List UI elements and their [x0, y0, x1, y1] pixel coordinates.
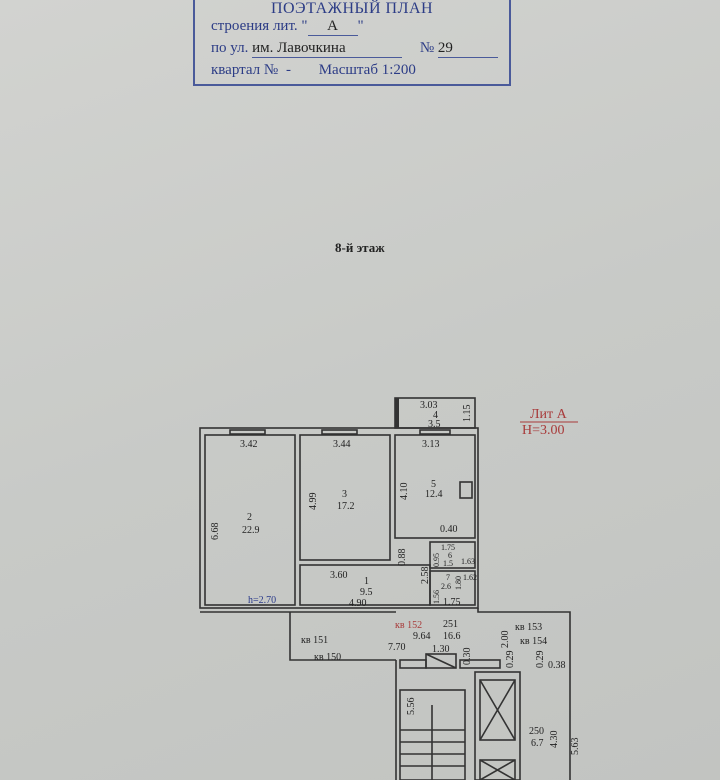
room-4-area: 3.5	[428, 419, 441, 430]
room-1-height-2: 2.58	[420, 567, 431, 585]
room-6: 1.75 0.95 6 1.5 1.63	[432, 543, 475, 568]
room-4-number: 4	[433, 410, 438, 421]
room-3: 3.44 4.99 3 17.2	[308, 439, 355, 512]
floor-label: 8-й этаж	[335, 240, 385, 255]
street-label: по ул.	[211, 40, 249, 56]
dim-040: 0.40	[440, 524, 458, 535]
room-3-area: 17.2	[337, 501, 355, 512]
dim-038: 0.38	[548, 660, 566, 671]
room-6-area: 1.5	[443, 559, 453, 568]
corridor-length-2: 7.70	[388, 642, 406, 653]
hall-height-2: 5.63	[570, 738, 581, 756]
room-6-width: 1.75	[441, 543, 455, 552]
room-5-height: 4.10	[399, 483, 410, 501]
corridor-area: 16.6	[443, 631, 461, 642]
room-5-width: 3.13	[422, 439, 440, 450]
room-1: 3.60 1 9.5 4.90 0.88 2.58	[330, 549, 431, 610]
number-label: №	[419, 40, 435, 56]
common-area: кв 152 251 16.6 9.64 7.70 1.30 0.30 0.29…	[301, 619, 581, 755]
lit-height: Н=3.00	[522, 423, 565, 438]
room-5: 3.13 4.10 5 12.4 0.40	[399, 439, 458, 535]
room-1-number: 1	[364, 576, 369, 587]
room-7: 7 2.6 1.80 1.62 1.56 1.75	[432, 573, 477, 608]
apartment-150-label: кв 150	[314, 652, 341, 663]
apartment-153-label: кв 153	[515, 622, 542, 633]
apartment-154-label: кв 154	[520, 636, 547, 647]
street-row: по ул. им. Лавочкина № 29	[211, 40, 498, 58]
corridor-length: 9.64	[413, 631, 431, 642]
room-2-width: 3.42	[240, 439, 258, 450]
dim-130: 1.30	[432, 644, 450, 655]
scale-label: Масштаб 1:200	[318, 62, 416, 78]
room-2-area: 22.9	[242, 525, 260, 536]
building-value: А	[307, 18, 358, 36]
dim-030: 0.30	[462, 648, 473, 666]
room-1-width-2: 4.90	[349, 598, 367, 609]
room-7-number: 7	[446, 573, 450, 582]
hall-area: 6.7	[531, 738, 544, 749]
block-value: -	[285, 62, 291, 78]
street-value: им. Лавочкина	[252, 40, 403, 58]
room-1-height: 0.88	[397, 549, 408, 567]
number-value: 29	[437, 40, 498, 58]
room-3-number: 3	[342, 489, 347, 500]
room-4: 3.03 4 3.5 1.15	[420, 400, 473, 430]
dim-029b: 0.29	[535, 651, 546, 669]
room-6-number: 6	[448, 551, 452, 560]
corridor-number: 251	[443, 619, 458, 630]
walls	[199, 397, 571, 780]
room-1-width: 3.60	[330, 570, 348, 581]
room-6-height: 0.95	[432, 553, 441, 567]
room-7-height: 1.80	[454, 576, 463, 590]
dim-200: 2.00	[500, 631, 511, 649]
stair-length: 5.56	[406, 698, 417, 716]
room-7-width: 1.75	[443, 597, 461, 608]
room-2-number: 2	[247, 512, 252, 523]
room-7-area: 2.6	[441, 582, 451, 591]
building-label: строения лит. "	[211, 18, 308, 34]
title-stamp: ПОЭТАЖНЫЙ ПЛАН строения лит. "А" по ул. …	[193, 0, 511, 86]
hall-height: 4.30	[549, 731, 560, 749]
dim-029: 0.29	[505, 651, 516, 669]
ceiling-height: h=2.70	[248, 595, 276, 606]
room-3-width: 3.44	[333, 439, 351, 450]
room-1-area: 9.5	[360, 587, 373, 598]
block-row: квартал № - Масштаб 1:200	[211, 62, 416, 79]
block-label: квартал №	[211, 62, 279, 78]
lit-name: Лит А	[530, 407, 568, 422]
dim-162: 1.62	[463, 573, 477, 582]
building-row: строения лит. "А"	[211, 18, 364, 36]
room-2-height: 6.68	[210, 523, 221, 541]
room-3-height: 4.99	[308, 493, 319, 511]
room-5-number: 5	[431, 479, 436, 490]
hall-number: 250	[529, 726, 544, 737]
building-close: "	[357, 18, 364, 34]
dim-156: 1.56	[432, 590, 441, 604]
stamp-title: ПОЭТАЖНЫЙ ПЛАН	[270, 0, 434, 17]
apartment-152-label: кв 152	[395, 620, 422, 631]
room-4-width: 3.03	[420, 400, 438, 411]
room-4-height: 1.15	[462, 405, 473, 423]
dim-163: 1.63	[461, 557, 475, 566]
room-2: 3.42 6.68 2 22.9 h=2.70	[210, 439, 276, 606]
room-5-area: 12.4	[425, 489, 443, 500]
apartment-151-label: кв 151	[301, 635, 328, 646]
